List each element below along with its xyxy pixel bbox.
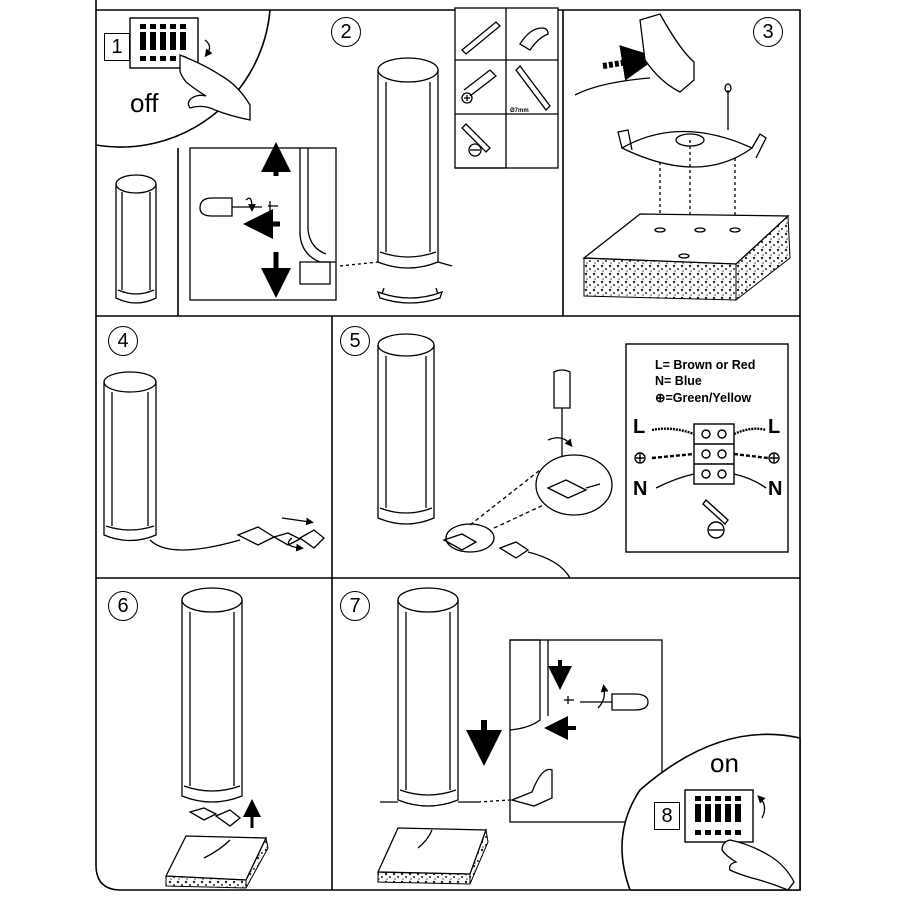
step8-number: 8 (654, 802, 680, 830)
terminal-n-left: N (633, 478, 648, 500)
step7-number: 7 (340, 591, 370, 621)
step3-illustration (574, 13, 790, 265)
legend-live-wire: L= Brown or Red (655, 358, 756, 372)
step3-number: 3 (753, 17, 783, 47)
step1-number: 1 (104, 33, 130, 61)
tools-grid (454, 7, 559, 169)
step5-number: 5 (340, 326, 370, 356)
step4-number: 4 (108, 326, 138, 356)
step3-ground-front (583, 257, 737, 301)
step7-illustration (377, 587, 663, 875)
panel-grid (95, 0, 801, 891)
step1-lamp (115, 174, 157, 304)
step8-on-label: on (710, 748, 739, 778)
step1-illustration (95, 9, 271, 148)
step6-illustration (164, 587, 268, 881)
step8-illustration (621, 733, 801, 891)
step1-off-label: off (130, 88, 159, 118)
terminal-l-left: L (633, 416, 646, 438)
step6-number: 6 (108, 591, 138, 621)
step4-illustration (103, 371, 325, 552)
step3-ground-side (735, 214, 791, 302)
wiring-legend-box (625, 343, 789, 553)
legend-neutral-wire: N= Blue (655, 374, 702, 388)
legend-earth-wire: ⊕=Green/Yellow (655, 391, 752, 405)
step5-illustration (377, 333, 613, 579)
terminal-n-right: N (768, 478, 783, 500)
drill-size-label: Ø7mm (510, 108, 529, 114)
terminal-l-right: L (768, 416, 781, 438)
step2-number: 2 (331, 17, 361, 47)
step2-illustration (189, 57, 453, 304)
